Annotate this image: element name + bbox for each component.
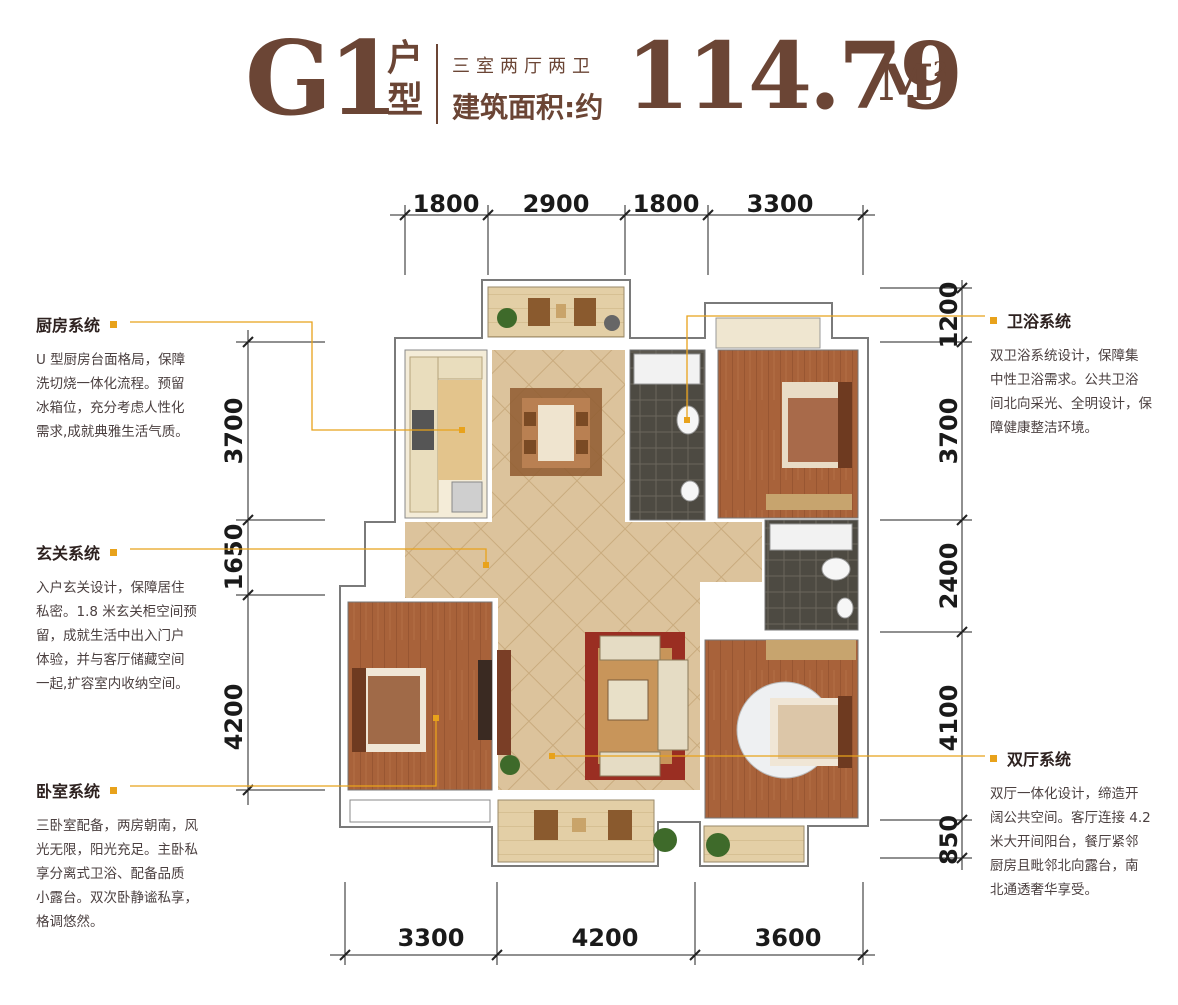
sink-icon [836,597,854,619]
master-bed [782,382,852,468]
note-line: 间北向采光、全明设计，保 [990,396,1152,412]
note-line: 冰箱位，充分考虑人性化 [36,400,185,416]
note-bedroom: 卧室系统 三卧室配备，两房朝南，风 光无限，阳光充足。主卧私 享分离式卫浴、配备… [36,778,236,934]
dim-right-2: 3700 [935,398,963,465]
hu-char: 户 [386,38,423,79]
sw-balcony [349,799,491,823]
unit-code: G1 [245,19,399,139]
tv-cabinet [497,650,511,755]
sink-icon [680,480,700,502]
note-line: 双卫浴系统设计，保障集 [990,348,1139,364]
note-line: 双厅一体化设计，缔造开 [990,786,1139,802]
note-hall-title: 双厅系统 [990,746,1170,770]
note-line: 洗切烧一体化流程。预留 [36,376,185,392]
dim-top-3: 1800 [633,190,700,218]
note-line: 留，成就生活中出入门户 [36,628,185,644]
note-kitchen-body: U 型厨房台面格局，保障 洗切烧一体化流程。预留 冰箱位，充分考虑人性化 需求,… [36,348,236,444]
sw-bed [352,668,426,752]
area-label: 建筑面积:约 [452,91,604,124]
note-bath: 卫浴系统 双卫浴系统设计，保障集 中性卫浴需求。公共卫浴 间北向采光、全明设计，… [990,308,1170,440]
dim-right-1: 1200 [935,282,963,349]
header-divider [436,44,438,124]
note-hall: 双厅系统 双厅一体化设计，缔造开 阔公共空间。客厅连接 4.2 米大开间阳台，餐… [990,746,1170,902]
note-line: 障健康整洁环境。 [990,420,1098,436]
note-line: 光无限，阳光充足。主卧私 [36,842,198,858]
note-hall-title-text: 双厅系统 [1007,750,1072,769]
note-entry: 玄关系统 入户玄关设计，保障居住 私密。1.8 米玄关柜空间预 留，成就生活中出… [36,540,236,696]
fridge-icon [451,481,483,513]
bathtub-icon [633,353,701,385]
note-line: 入户玄关设计，保障居住 [36,580,185,596]
note-bath-body: 双卫浴系统设计，保障集 中性卫浴需求。公共卫浴 间北向采光、全明设计，保 障健康… [990,344,1170,440]
note-marker-icon [990,754,997,762]
note-marker-icon [110,548,118,556]
note-bath-title-text: 卫浴系统 [1007,312,1072,331]
toilet-icon [821,557,851,581]
dim-right-4: 4100 [935,685,963,752]
note-line: 中性卫浴需求。公共卫浴 [990,372,1139,388]
note-bedroom-title-text: 卧室系统 [36,782,101,801]
note-line: 米大开间阳台，餐厅紧邻 [990,834,1139,850]
note-line: U 型厨房台面格局，保障 [36,352,186,368]
note-hall-body: 双厅一体化设计，缔造开 阔公共空间。客厅连接 4.2 米大开间阳台，餐厅紧邻 厨… [990,782,1170,902]
room-config: 三室两厅两卫 [452,56,596,77]
area-unit-sup: 2 [933,57,948,82]
wardrobe [766,640,856,660]
dim-left-1: 3700 [220,398,248,465]
dim-right-3: 2400 [935,543,963,610]
note-marker-icon [110,320,118,328]
wardrobe [766,494,852,510]
dim-right-5: 850 [935,815,963,865]
dim-left-2: 1650 [220,524,248,591]
xing-char: 型 [386,80,423,121]
ne-balcony [715,317,821,349]
note-line: 厨房且毗邻北向露台，南 [990,858,1139,874]
dim-bottom-3: 3600 [755,924,822,952]
plant-icon [706,833,730,857]
note-line: 私密。1.8 米玄关柜空间预 [36,604,197,620]
dim-bottom-1: 3300 [398,924,465,952]
se-bed [770,696,852,768]
area-unit-m: M [878,53,934,112]
note-line: 一起,扩容室内收纳空间。 [36,676,189,692]
note-bedroom-body: 三卧室配备，两房朝南，风 光无限，阳光充足。主卧私 享分离式卫浴、配备品质 小露… [36,814,236,934]
dim-top-1: 1800 [413,190,480,218]
balcony-furniture [497,298,620,331]
note-line: 格调悠然。 [36,914,104,930]
dim-top-4: 3300 [747,190,814,218]
note-marker-icon [110,786,118,794]
note-line: 小露台。双次卧静谧私享， [36,890,198,906]
leader-lines [130,315,985,787]
south-balcony-furniture [534,810,677,852]
area-unit: M2 [878,58,947,108]
note-marker-icon [990,316,997,324]
note-line: 需求,成就典雅生活气质。 [36,424,189,440]
note-entry-title-text: 玄关系统 [36,544,101,563]
bathtub-icon [769,523,853,551]
note-line: 享分离式卫浴、配备品质 [36,866,185,882]
note-line: 三卧室配备，两房朝南，风 [36,818,198,834]
note-kitchen-title-text: 厨房系统 [36,316,101,335]
note-line: 体验，并与客厅储藏空间 [36,652,185,668]
unit-type-label: 户 型 [383,38,427,122]
note-line: 北通透奢华享受。 [990,882,1098,898]
note-bath-title: 卫浴系统 [990,308,1170,332]
note-line: 阔公共空间。客厅连接 4.2 [990,810,1151,826]
dimension-ticks [242,209,968,961]
leader-dots [433,417,690,759]
dimension-lines [236,205,972,965]
area-value: 114.79 [626,22,963,130]
living-sofa-set [500,632,689,780]
dim-top-2: 2900 [523,190,590,218]
dim-left-3: 4200 [220,684,248,751]
note-entry-body: 入户玄关设计，保障居住 私密。1.8 米玄关柜空间预 留，成就生活中出入门户 体… [36,576,236,696]
note-kitchen: 厨房系统 U 型厨房台面格局，保障 洗切烧一体化流程。预留 冰箱位，充分考虑人性… [36,312,236,444]
note-kitchen-title: 厨房系统 [36,312,236,336]
note-entry-title: 玄关系统 [36,540,236,564]
dining-table [510,388,602,476]
note-bedroom-title: 卧室系统 [36,778,236,802]
dim-bottom-2: 4200 [572,924,639,952]
tv-icon [478,660,492,740]
